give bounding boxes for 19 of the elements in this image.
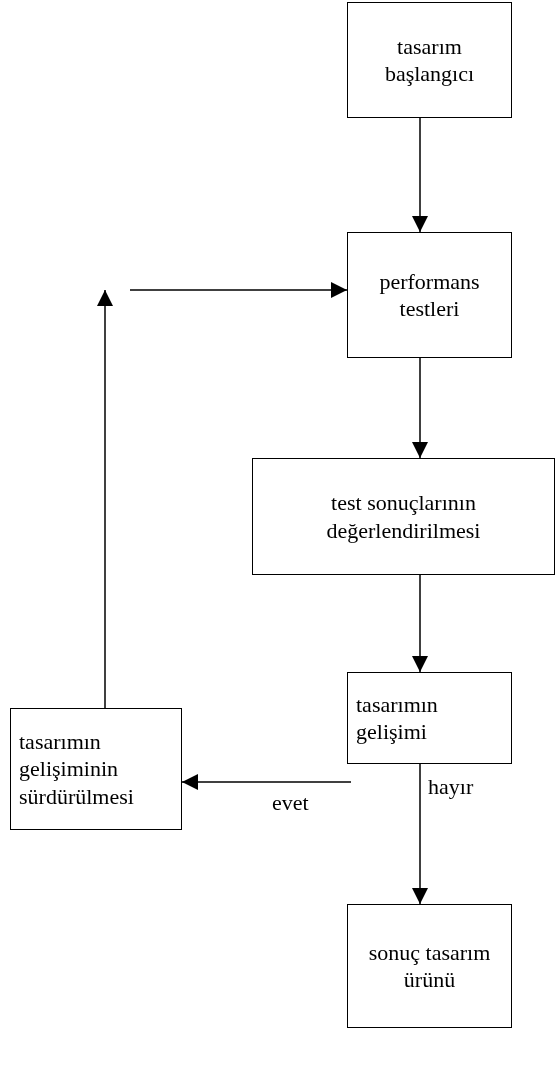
arrow [412, 357, 428, 459]
arrow [129, 282, 348, 298]
process-box [252, 458, 555, 575]
arrow [412, 574, 428, 673]
box-text: sonuç tasarım ürünü [367, 938, 492, 994]
box-text: tasarımın gelişiminin sürdürülmesi [18, 727, 135, 811]
arrow [412, 763, 428, 905]
process-box [347, 672, 512, 764]
box-text: tasarımın gelişimi [355, 690, 439, 746]
process-box [347, 232, 512, 358]
process-box [347, 2, 512, 118]
process-box [347, 904, 512, 1028]
arrow [412, 117, 428, 233]
box-text: test sonuçlarının değerlendirilmesi [325, 489, 482, 544]
arrow [97, 289, 113, 709]
arrow [181, 774, 352, 790]
process-box [10, 708, 182, 830]
box-text: performans testleri [378, 267, 481, 323]
box-text: tasarım başlangıcı [383, 32, 476, 88]
